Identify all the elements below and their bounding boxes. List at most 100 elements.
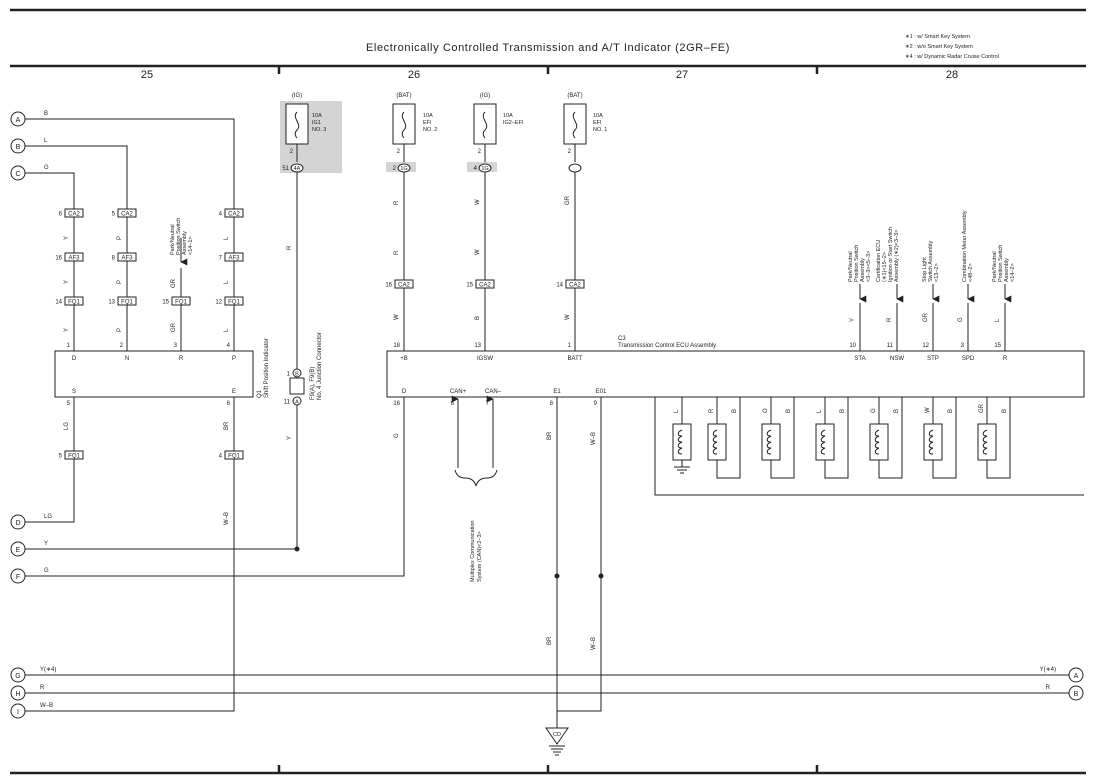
section-27: 27 bbox=[676, 69, 688, 81]
svg-text:W: W bbox=[565, 314, 571, 320]
svg-text:Y: Y bbox=[64, 280, 70, 284]
svg-text:FQ1: FQ1 bbox=[228, 300, 240, 306]
shift-position-indicator bbox=[54, 350, 254, 398]
transmission-control-ecu: C3 Transmission Control ECU Assembly +B … bbox=[386, 336, 1085, 496]
svg-text:13: 13 bbox=[108, 300, 115, 306]
svg-text:BR: BR bbox=[547, 431, 553, 440]
svg-text:2: 2 bbox=[478, 149, 482, 155]
svg-text:9: 9 bbox=[594, 401, 598, 407]
diagram-title: Electronically Controlled Transmission a… bbox=[366, 42, 730, 54]
svg-text:AF3: AF3 bbox=[68, 256, 80, 262]
svg-text:Transmission Control ECU Assem: Transmission Control ECU Assembly bbox=[618, 343, 716, 349]
svg-text:NSW: NSW bbox=[890, 356, 904, 362]
svg-text:CA2: CA2 bbox=[121, 212, 133, 218]
ecu-bottom-wires: 16 G G 6 7 Multiplex Communication Syste… bbox=[25, 395, 604, 756]
svg-text:Assembly: Assembly bbox=[860, 258, 866, 282]
svg-text:<14–2>: <14–2> bbox=[1010, 263, 1016, 282]
svg-text:NO. 1: NO. 1 bbox=[593, 127, 607, 133]
section-26: 26 bbox=[408, 69, 420, 81]
svg-text:+B: +B bbox=[400, 356, 408, 362]
svg-text:10A: 10A bbox=[312, 113, 322, 119]
svg-text:R: R bbox=[394, 200, 400, 205]
svg-text:<14–1>: <14–1> bbox=[188, 236, 194, 255]
svg-text:BR: BR bbox=[547, 636, 553, 645]
svg-text:GR: GR bbox=[923, 312, 929, 322]
svg-text:W–B: W–B bbox=[40, 703, 53, 709]
svg-text:1: 1 bbox=[287, 372, 291, 378]
svg-text:CA2: CA2 bbox=[479, 283, 491, 289]
svg-text:4: 4 bbox=[219, 212, 223, 218]
svg-text:4: 4 bbox=[227, 343, 231, 349]
svg-text:L: L bbox=[817, 409, 823, 413]
svg-text:15: 15 bbox=[162, 300, 169, 306]
svg-text:CAN–: CAN– bbox=[485, 389, 502, 395]
left-connectors: A B C D E F G H I bbox=[10, 111, 26, 719]
svg-text:N: N bbox=[125, 356, 129, 362]
svg-text:10: 10 bbox=[849, 343, 856, 349]
svg-text:1G: 1G bbox=[481, 166, 488, 172]
svg-text:4A: 4A bbox=[294, 166, 301, 172]
svg-text:R: R bbox=[1046, 685, 1051, 691]
svg-text:4: 4 bbox=[219, 454, 223, 460]
svg-text:18: 18 bbox=[393, 343, 400, 349]
svg-text:CA2: CA2 bbox=[569, 283, 581, 289]
svg-text:GR: GR bbox=[565, 195, 571, 205]
svg-text:10A: 10A bbox=[503, 113, 513, 119]
svg-text:R: R bbox=[40, 685, 45, 691]
svg-text:Shift Position Indicator: Shift Position Indicator bbox=[264, 338, 270, 398]
svg-text:NO. 3: NO. 3 bbox=[312, 127, 326, 133]
svg-text:CD: CD bbox=[553, 732, 561, 738]
svg-text:W–B: W–B bbox=[591, 432, 597, 445]
svg-text:(IG): (IG) bbox=[292, 93, 302, 99]
svg-text:10A: 10A bbox=[423, 113, 433, 119]
svg-text:13: 13 bbox=[474, 343, 481, 349]
svg-text:IG1: IG1 bbox=[312, 120, 321, 126]
svg-text:5: 5 bbox=[59, 454, 63, 460]
svg-text:2: 2 bbox=[290, 149, 294, 155]
svg-text:E1: E1 bbox=[553, 389, 561, 395]
svg-text:E01: E01 bbox=[596, 389, 607, 395]
svg-text:Stop Light: Stop Light bbox=[922, 257, 928, 282]
section-25-wiring: B L G CA2 6 CA2 5 CA2 4 Y P L AF3 16 AF3… bbox=[25, 111, 270, 712]
svg-text:W–B: W–B bbox=[224, 512, 230, 525]
svg-text:Y(∗4): Y(∗4) bbox=[40, 667, 56, 673]
svg-text:R: R bbox=[887, 317, 893, 322]
svg-text:B: B bbox=[16, 144, 21, 151]
svg-text:W: W bbox=[394, 314, 400, 320]
svg-text:B: B bbox=[732, 409, 738, 413]
svg-text:16: 16 bbox=[393, 401, 400, 407]
svg-text:CA2: CA2 bbox=[398, 283, 410, 289]
right-connector-A bbox=[1068, 667, 1084, 683]
svg-text:A: A bbox=[1074, 673, 1079, 680]
svg-text:LG: LG bbox=[64, 422, 70, 430]
svg-text:R: R bbox=[287, 245, 293, 250]
svg-text:Q1: Q1 bbox=[257, 389, 263, 398]
svg-text:W: W bbox=[475, 199, 481, 205]
svg-text:No. 4 Junction Connector: No. 4 Junction Connector bbox=[317, 332, 323, 400]
svg-text:G: G bbox=[394, 433, 400, 438]
svg-text:D: D bbox=[402, 389, 407, 395]
svg-text:F9(A), F9(B): F9(A), F9(B) bbox=[310, 367, 316, 400]
svg-text:O: O bbox=[763, 408, 769, 413]
svg-text:FQ1: FQ1 bbox=[228, 454, 240, 460]
svg-text:Assembly (∗2)<3–3>: Assembly (∗2)<3–3> bbox=[894, 230, 900, 282]
svg-text:FQ1: FQ1 bbox=[68, 300, 80, 306]
svg-text:Y: Y bbox=[287, 436, 293, 440]
svg-text:C: C bbox=[15, 171, 20, 178]
svg-text:IGSW: IGSW bbox=[477, 356, 493, 362]
fuse-efi-no2: (BAT) 10A EFI NO. 2 2 1G 2 R R CA2 16 W … bbox=[385, 93, 437, 351]
svg-text:B: B bbox=[948, 409, 954, 413]
svg-text:IG2–EFI: IG2–EFI bbox=[503, 120, 524, 126]
svg-text:D: D bbox=[15, 520, 20, 527]
svg-text:Multiplex Communication: Multiplex Communication bbox=[470, 521, 476, 582]
svg-text:L: L bbox=[224, 236, 230, 240]
section-25: 25 bbox=[141, 69, 153, 81]
svg-text:G: G bbox=[44, 165, 49, 171]
svg-text:R: R bbox=[179, 356, 184, 362]
